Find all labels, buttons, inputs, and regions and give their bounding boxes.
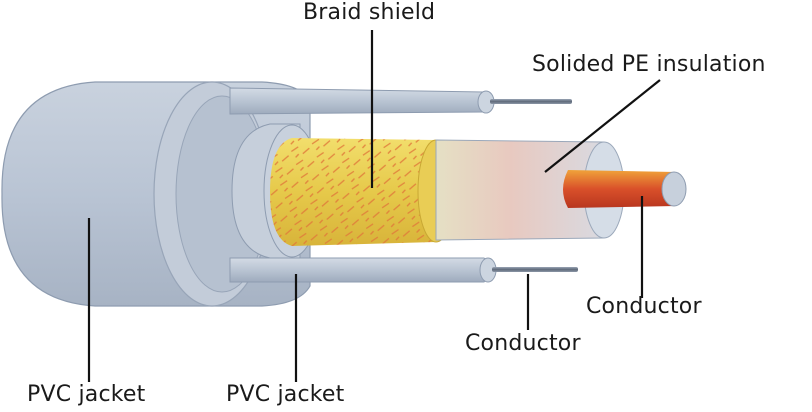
leader-lines	[87, 30, 661, 382]
lower-conductor-tube	[229, 257, 578, 283]
braid-shield-label: Braid shield	[303, 0, 436, 25]
center-conductor	[563, 170, 687, 208]
inner-pvc-jacket-label: PVC jacket	[226, 382, 345, 407]
pe-insulation-label: Solided PE insulation	[532, 52, 766, 77]
leader-pe-insulation	[544, 79, 661, 173]
outer-conductor-label: Conductor	[465, 331, 581, 356]
pe-insulation	[435, 139, 625, 241]
inner-conductor-label: Conductor	[586, 294, 702, 319]
braid-shield	[270, 138, 455, 246]
outer-pvc-jacket-label: PVC jacket	[27, 382, 146, 407]
upper-conductor-tube	[229, 87, 572, 115]
